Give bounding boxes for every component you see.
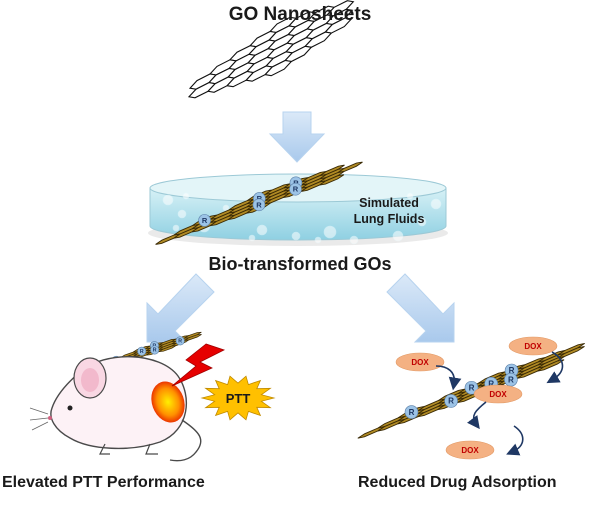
dox-molecule: DOX (473, 384, 523, 404)
residue-marker: R (150, 345, 160, 355)
residue-label: R (293, 185, 299, 194)
residue-label: R (293, 178, 299, 187)
residue-marker: R (404, 405, 419, 419)
bubble (314, 236, 322, 244)
residue-marker: R (464, 380, 479, 395)
go-nanosheet-lattice (187, 0, 355, 99)
lung-fluid-dish (148, 173, 448, 246)
title: GO Nanosheets (228, 4, 372, 25)
dox-label: DOX (524, 342, 542, 351)
residue-label: R (153, 348, 157, 354)
dox-label: DOX (411, 358, 429, 367)
bubble (323, 225, 337, 239)
bubble (248, 234, 256, 242)
residue-label: R (256, 200, 262, 209)
bubble (417, 217, 427, 227)
bubble (349, 235, 359, 245)
dox-label: DOX (489, 390, 507, 399)
residue-marker: R (198, 214, 211, 227)
residue-marker: R (175, 336, 185, 346)
dox-molecule: DOX (445, 440, 495, 460)
dox-molecule: DOX (508, 336, 558, 356)
middle-label: Bio-transformed GOs (208, 254, 392, 274)
bubble (430, 198, 442, 210)
lattice-hexagon (357, 426, 385, 439)
bubble (256, 224, 268, 236)
residue-label: R (488, 379, 494, 388)
residue-label: R (202, 216, 208, 225)
residue-label: R (448, 397, 454, 406)
bubble (406, 192, 414, 200)
residue-label: R (508, 375, 514, 384)
residue-marker: R (504, 372, 518, 387)
residue-label: R (469, 383, 475, 392)
dox-molecules: DOX DOX DOX DOX (395, 336, 558, 460)
bubble (177, 209, 187, 219)
bubble (291, 231, 301, 241)
ptt-label: PTT (226, 391, 251, 406)
residue-marker: R (444, 394, 458, 408)
lightning-icon (171, 343, 226, 387)
residue-label: R (178, 339, 182, 345)
right-diagonal-arrow (386, 273, 455, 343)
dish-label-line1: Simulated (359, 196, 419, 210)
residue-label: R (409, 408, 415, 417)
residue-marker: R (252, 198, 266, 212)
mouse (29, 355, 202, 462)
bubble (392, 230, 404, 242)
residue-label: R (140, 349, 144, 355)
lattice-hexagon (319, 174, 345, 186)
left-panel-label: Elevated PTT Performance (2, 474, 205, 491)
lattice-hexagon (158, 345, 177, 353)
right-panel-label: Reduced Drug Adsorption (358, 474, 557, 491)
bubble (182, 192, 190, 200)
residue-marker: R (289, 182, 302, 196)
lattice-hexagon (537, 359, 565, 372)
down-arrow (268, 111, 326, 163)
dish-label-line2: Lung Fluids (354, 212, 425, 226)
residue-label: R (257, 194, 263, 203)
dox-molecule: DOX (395, 352, 445, 372)
dox-label: DOX (461, 446, 479, 455)
bubble (162, 194, 174, 206)
bubble (172, 224, 180, 232)
residue-label: R (509, 366, 515, 375)
residue-marker: R (137, 346, 147, 356)
ptt-burst (200, 375, 276, 421)
lattice-hexagon (264, 59, 293, 77)
liquid-bubbles (162, 192, 442, 245)
left-diagonal-arrow (146, 273, 215, 343)
desorption-arrows (435, 351, 564, 456)
